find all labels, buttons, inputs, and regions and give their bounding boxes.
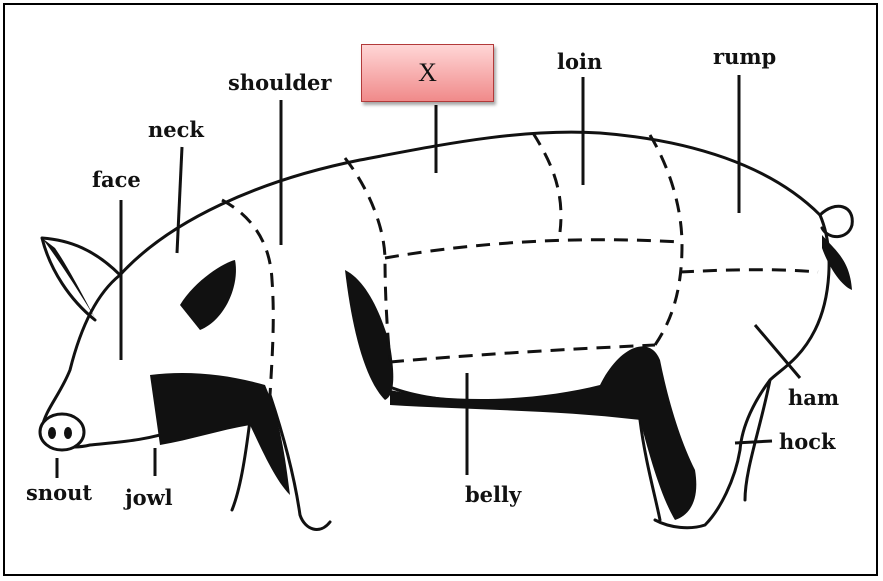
snout-shape (40, 414, 84, 450)
label-jowl: jowl (123, 485, 173, 510)
ham-leader (755, 325, 800, 378)
pig-shading (42, 235, 852, 520)
label-loin: loin (557, 49, 602, 74)
unknown-cut-label: X (418, 58, 437, 88)
label-ham: ham (788, 385, 839, 410)
label-rump: rump (713, 44, 776, 69)
hock-leader (735, 441, 772, 443)
pig-outline (42, 132, 852, 529)
label-face: face (92, 167, 141, 192)
label-shoulder: shoulder (228, 70, 332, 95)
label-snout: snout (26, 480, 92, 505)
unknown-cut-label-box: X (361, 44, 494, 102)
label-belly: belly (465, 482, 522, 507)
label-hock: hock (779, 429, 836, 454)
neck-leader (177, 147, 182, 253)
label-neck: neck (148, 117, 204, 142)
